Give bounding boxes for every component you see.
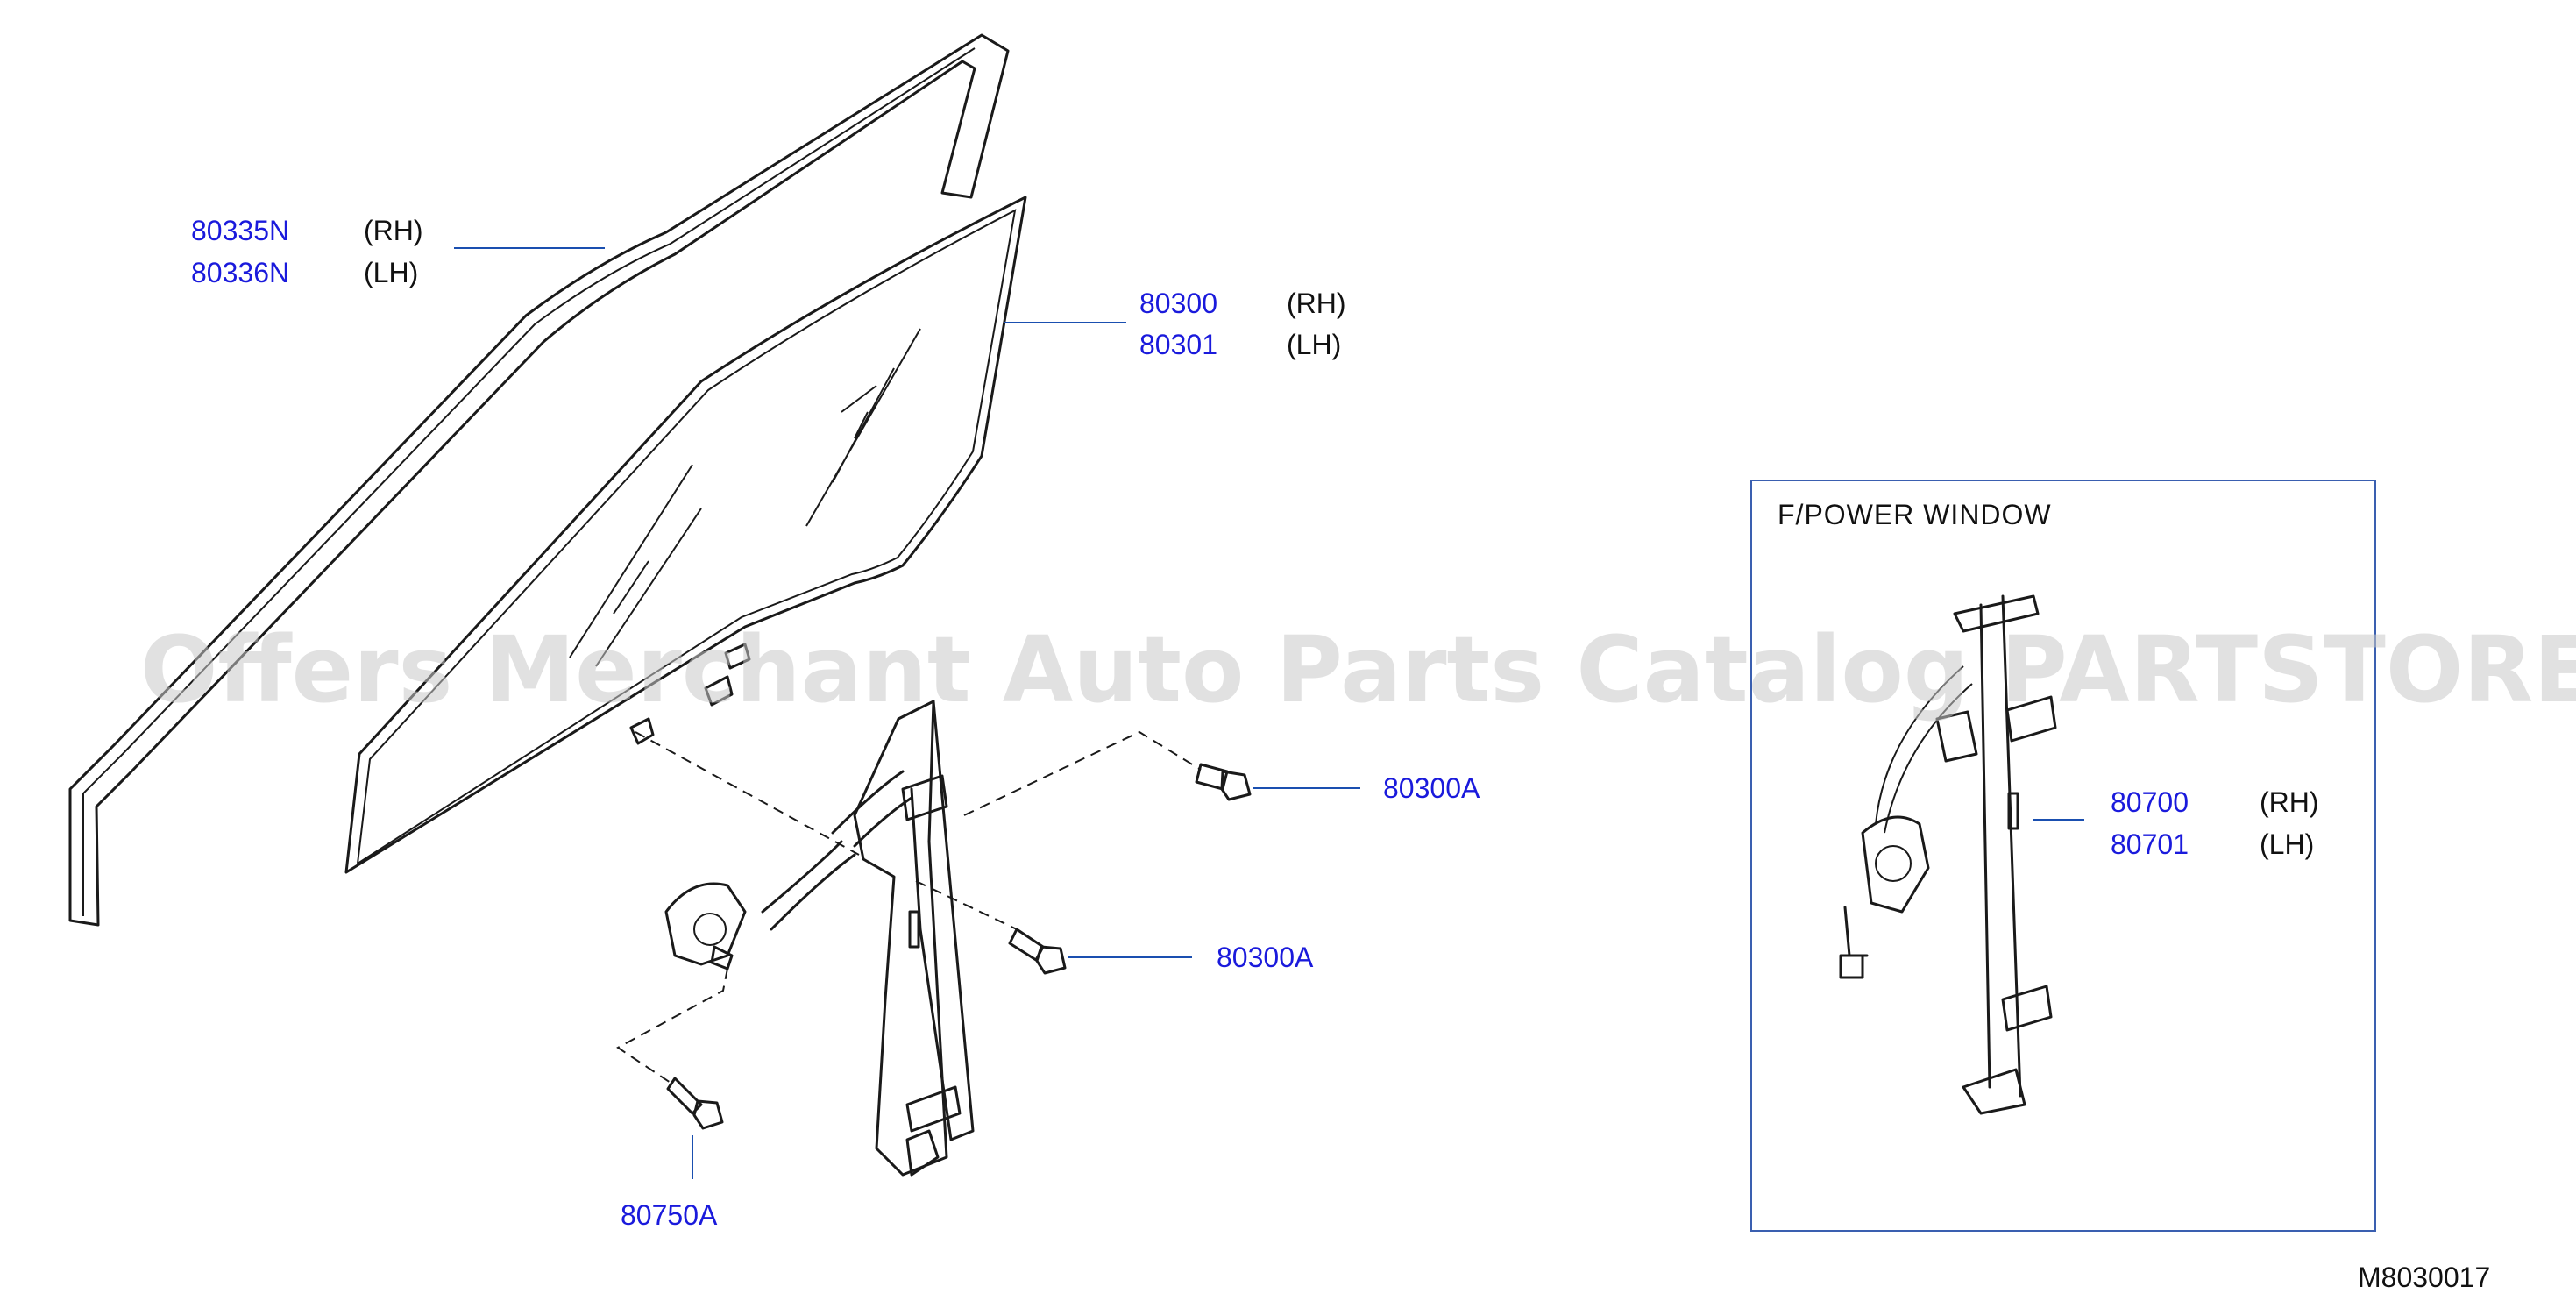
inset-title: F/POWER WINDOW — [1778, 499, 2052, 530]
inset-power-window — [1750, 480, 2376, 1232]
side-label-glass-lh: (LH) — [1287, 329, 1341, 360]
door-glass-drawing — [344, 196, 1027, 874]
bolt-lower-drawing — [1008, 928, 1067, 975]
part-number-sash-lh[interactable]: 80336N — [191, 257, 289, 288]
assembly-lines — [616, 730, 1202, 1084]
callout-sash: 80335N (RH) 80336N (LH) — [191, 215, 423, 288]
part-number-regulator-lh[interactable]: 80701 — [2111, 828, 2189, 860]
part-number-sash-rh[interactable]: 80335N — [191, 215, 289, 246]
side-label-glass-rh: (RH) — [1287, 288, 1346, 319]
part-number-bolt-motor[interactable]: 80750A — [621, 1199, 718, 1231]
bolt-upper-drawing — [1195, 763, 1252, 801]
callout-regulator: 80700 (RH) 80701 (LH) — [2111, 786, 2319, 860]
leader-lines — [454, 247, 2084, 1179]
callout-glass: 80300 (RH) 80301 (LH) — [1139, 288, 1346, 360]
bolt-motor-drawing — [666, 1077, 724, 1130]
side-label-sash-lh: (LH) — [364, 257, 418, 288]
door-sash-drawing — [68, 33, 1010, 927]
part-number-bolt-lower[interactable]: 80300A — [1217, 942, 1314, 973]
side-label-regulator-lh: (LH) — [2260, 828, 2314, 860]
side-label-regulator-rh: (RH) — [2260, 786, 2319, 818]
part-number-glass-rh[interactable]: 80300 — [1139, 288, 1217, 319]
part-number-bolt-upper[interactable]: 80300A — [1383, 772, 1480, 804]
part-number-regulator-rh[interactable]: 80700 — [2111, 786, 2189, 818]
watermark: Offers Merchant Auto Parts Catalog PARTS… — [140, 616, 2576, 723]
side-label-sash-rh: (RH) — [364, 215, 423, 246]
diagram-code: M8030017 — [2358, 1262, 2490, 1293]
part-number-glass-lh[interactable]: 80301 — [1139, 329, 1217, 360]
